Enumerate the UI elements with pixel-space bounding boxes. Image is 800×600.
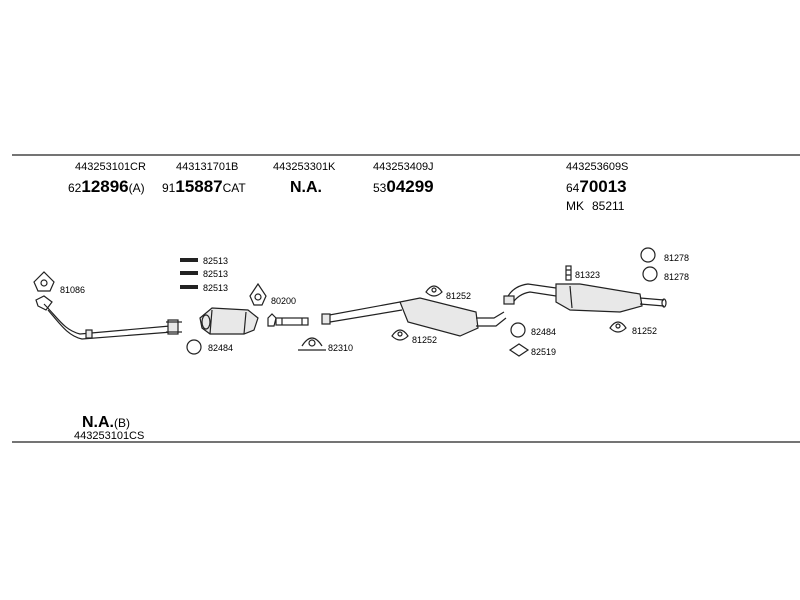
part-label-82513-1: 82513 bbox=[203, 256, 228, 266]
footer-oem-number: 443253101CS bbox=[74, 430, 144, 442]
part-label-81278-1: 81278 bbox=[664, 253, 689, 263]
part-number: 5304299 bbox=[373, 177, 434, 196]
oem-number: 443253409J bbox=[373, 161, 434, 173]
header-column-2: 443131701B 9115887CAT bbox=[162, 161, 246, 196]
part-suffix: (A) bbox=[129, 181, 145, 195]
part-label-81086: 81086 bbox=[60, 285, 85, 295]
part-label-82513-2: 82513 bbox=[203, 269, 228, 279]
header-column-3: 443253301K N.A. bbox=[273, 161, 336, 196]
bolt-82513-icon bbox=[180, 258, 198, 262]
connecting-pipe-icon bbox=[267, 313, 309, 327]
clamp-81323-icon bbox=[565, 265, 572, 281]
front-pipe-icon bbox=[35, 295, 182, 340]
gasket-82519-icon bbox=[508, 343, 530, 357]
catalytic-converter-icon bbox=[199, 307, 259, 335]
part-label-81252-right: 81252 bbox=[632, 326, 657, 336]
part-main: 15887 bbox=[175, 177, 222, 196]
part-number: 9115887CAT bbox=[162, 177, 246, 196]
ring-82484-icon bbox=[510, 322, 526, 338]
part-main: 70013 bbox=[579, 177, 626, 196]
rubber-mount-81252-icon bbox=[391, 329, 409, 341]
part-label-80200: 80200 bbox=[271, 296, 296, 306]
part-label-82519: 82519 bbox=[531, 347, 556, 357]
kit-label: MK bbox=[566, 199, 584, 213]
part-prefix: 62 bbox=[68, 181, 82, 195]
footer-part-number: N.A.(B) bbox=[82, 414, 130, 431]
bolt-82513-icon bbox=[180, 271, 198, 275]
rear-silencer-icon bbox=[503, 283, 667, 313]
oem-number: 443253301K bbox=[273, 161, 336, 173]
part-label-82310: 82310 bbox=[328, 343, 353, 353]
gasket-80200-icon bbox=[249, 282, 267, 306]
part-number: 6470013 bbox=[566, 177, 627, 196]
part-number-na: N.A. bbox=[290, 179, 322, 196]
part-label-81278-2: 81278 bbox=[664, 272, 689, 282]
bolt-82513-icon bbox=[180, 285, 198, 289]
header-column-1: 443253101CR 6212896(A) bbox=[68, 161, 146, 196]
part-prefix: 53 bbox=[373, 181, 387, 195]
part-number: 6212896(A) bbox=[68, 177, 145, 196]
ring-82484-icon bbox=[186, 339, 202, 355]
kit-number: MK 85211 bbox=[566, 199, 625, 213]
ring-81278-icon bbox=[642, 266, 658, 282]
oem-number: 443253609S bbox=[566, 161, 628, 173]
middle-silencer-icon bbox=[321, 297, 507, 337]
part-prefix: 64 bbox=[566, 181, 580, 195]
part-main: 12896 bbox=[81, 177, 128, 196]
ring-81278-icon bbox=[640, 247, 656, 263]
part-label-81252-top: 81252 bbox=[446, 291, 471, 301]
header-column-4: 443253409J 5304299 bbox=[373, 161, 434, 196]
part-label-82484-left: 82484 bbox=[208, 343, 233, 353]
part-suffix: CAT bbox=[223, 181, 247, 195]
kit-value: 85211 bbox=[592, 199, 625, 213]
rubber-mount-81252-icon bbox=[609, 321, 627, 333]
footer-na: N.A. bbox=[82, 414, 114, 431]
rubber-mount-81252-icon bbox=[425, 285, 443, 297]
oem-number: 443131701B bbox=[176, 161, 238, 173]
header-column-5: 443253609S 6470013 MK 85211 bbox=[566, 161, 628, 213]
part-label-81252-bottom: 81252 bbox=[412, 335, 437, 345]
gasket-81086-icon bbox=[33, 271, 55, 292]
footer-na-suffix: (B) bbox=[114, 416, 130, 430]
part-label-81323: 81323 bbox=[575, 270, 600, 280]
part-label-82484-right: 82484 bbox=[531, 327, 556, 337]
clamp-82310-icon bbox=[298, 337, 326, 351]
part-label-82513-3: 82513 bbox=[203, 283, 228, 293]
oem-number: 443253101CR bbox=[75, 161, 146, 173]
part-prefix: 91 bbox=[162, 181, 176, 195]
part-main: 04299 bbox=[386, 177, 433, 196]
